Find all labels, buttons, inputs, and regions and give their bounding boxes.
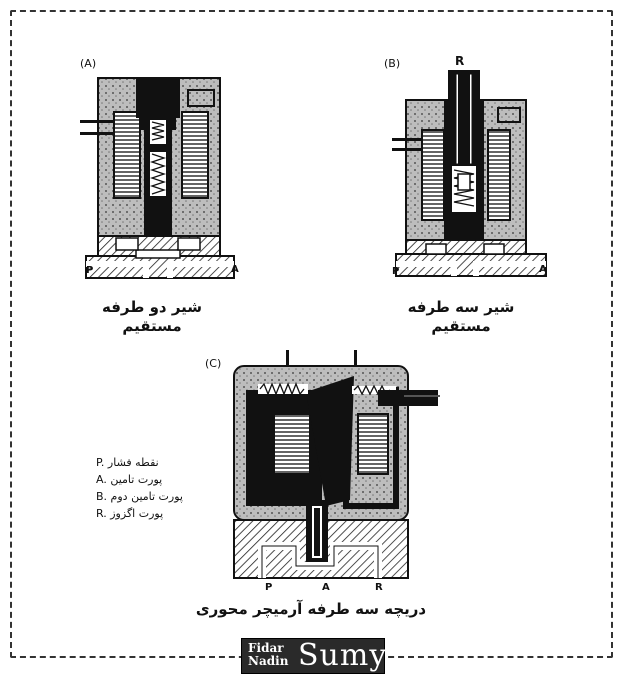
brand-line1: Fidar [248,641,284,655]
figure-b-tag: (B) [384,57,401,70]
figure-a-port-a: A [231,264,239,275]
figure-a-tag: (A) [80,57,97,70]
figure-a-port-p: P [86,265,94,276]
figure-c-caption: دریچه سه طرفه آرمیچر محوری [195,600,427,618]
legend-item-r: R. پورت اگزوز [96,507,164,520]
legend-item-b: B. پورت تامین دوم [96,490,183,503]
figure-c-port-a: A [322,582,330,593]
figure-b-caption: شیر سه طرفه مستقیم [386,298,536,336]
brand-logo: Fidar Nadin Sumy [241,638,388,674]
figure-b-caption-line1: شیر سه طرفه [407,298,515,316]
figure-a-caption-line1: شیر دو طرفه [101,298,203,316]
figure-c-tag: (C) [205,357,222,370]
figure-b-diagram [392,70,547,277]
figure-a-caption: شیر دو طرفه مستقیم [82,298,222,336]
figure-b-port-a: A [539,264,547,275]
brand-text: Fidar Nadin [248,642,288,668]
figure-a-diagram [80,77,235,279]
legend-item-a: A. پورت تامین [96,473,163,486]
figure-b-port-p: P [392,266,400,277]
figure-c-diagram [233,350,440,579]
figure-c-port-r: R [375,582,383,593]
figure-b-top-port: R [455,54,465,68]
brand-word: Sumy [298,638,388,673]
legend-item-p: P. نقطه فشار [96,456,159,469]
figure-a-caption-line2: مستقیم [122,317,182,335]
port-legend: P. نقطه فشار A. پورت تامین B. پورت تامین… [96,454,183,522]
brand-line2: Nadin [248,654,289,668]
figure-b-caption-line2: مستقیم [431,317,491,335]
figure-c-port-p: P [265,582,273,593]
